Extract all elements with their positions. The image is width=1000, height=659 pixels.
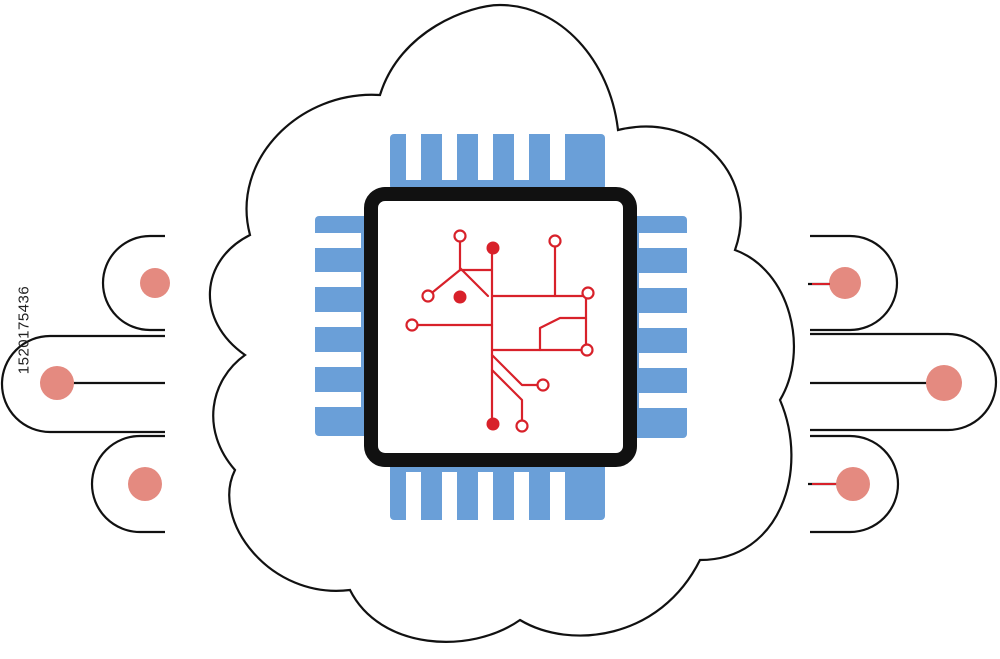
top-pins <box>390 134 605 190</box>
connector-dot <box>128 467 162 501</box>
node <box>453 290 467 304</box>
node <box>486 417 500 431</box>
watermark-stock-id: 1520175436 <box>15 285 33 375</box>
node <box>515 419 529 433</box>
circuit-solid-nodes <box>453 241 500 431</box>
connector-dot <box>836 467 870 501</box>
right-connector-dots <box>829 267 962 501</box>
node <box>421 289 435 303</box>
pin <box>390 134 605 190</box>
node <box>581 286 595 300</box>
node <box>548 234 562 248</box>
node <box>453 229 467 243</box>
left-connector-dots <box>40 268 170 501</box>
connector-dot <box>40 366 74 400</box>
chip-body <box>364 187 637 467</box>
node <box>486 241 500 255</box>
pin <box>390 460 605 520</box>
connector-dot <box>926 365 962 401</box>
circuit-traces <box>410 234 588 426</box>
bottom-pins <box>390 460 605 520</box>
connector-dot <box>829 267 861 299</box>
node <box>580 343 594 357</box>
connector-dot <box>140 268 170 298</box>
node <box>536 378 550 392</box>
left-connectors <box>0 234 165 534</box>
node <box>405 318 419 332</box>
circuit-nodes <box>405 229 595 433</box>
